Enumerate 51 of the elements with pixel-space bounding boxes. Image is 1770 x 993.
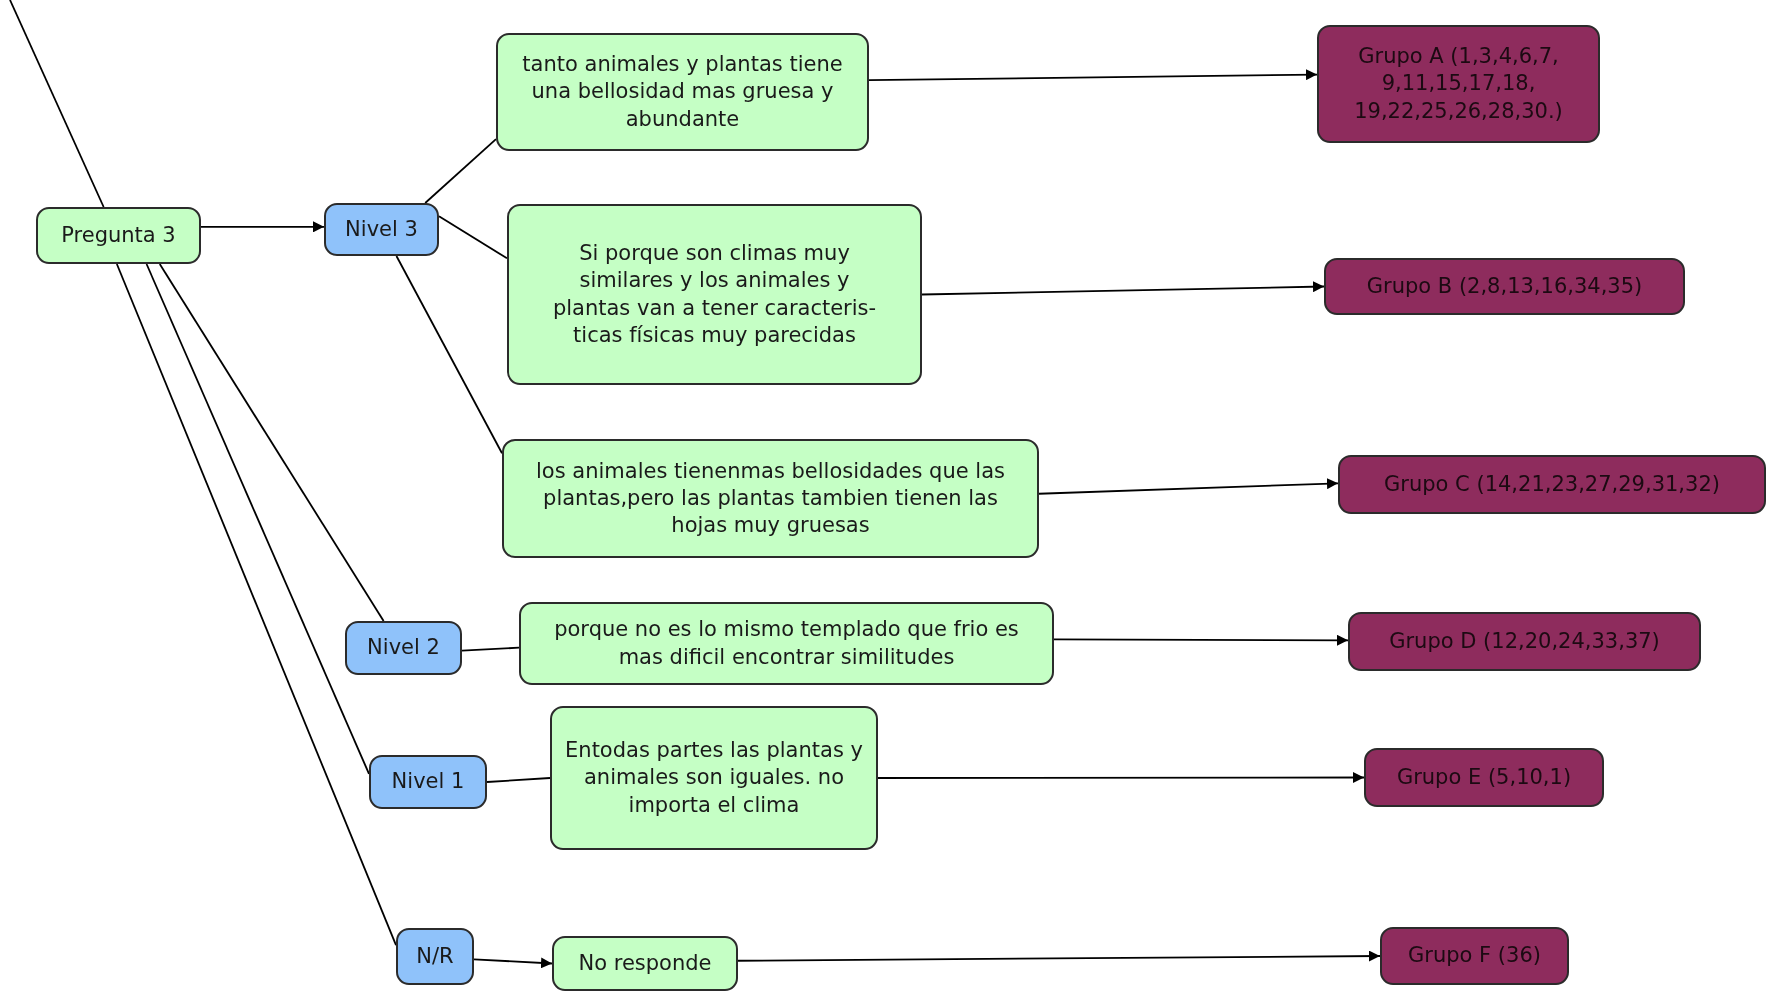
arrow [737, 950, 1381, 962]
level-box [324, 203, 439, 256]
group-box [1324, 258, 1685, 315]
answer-box [550, 706, 878, 850]
answer-text: Si porque son climas muy similares y los animales y plantas van a tener caracteris- ticas físicas muy parecidas [551, 239, 878, 349]
group-text: Grupo E (5,10,1) [1396, 763, 1572, 791]
level-text: N/R [416, 942, 454, 970]
group-box [1317, 25, 1600, 143]
group-text: Grupo F (36) [1408, 942, 1541, 970]
group-text: Grupo C (14,21,23,27,29,31,32) [1384, 470, 1720, 498]
group-text: Grupo A (1,3,4,6,7, 9,11,15,17,18, 19,22,25,26,28,30.) [1353, 43, 1564, 125]
answer-box [502, 439, 1039, 558]
level-text: Nivel 1 [391, 768, 465, 796]
answer-box [496, 33, 869, 151]
arrow [1053, 634, 1349, 646]
answer-box [507, 204, 922, 385]
connector-line [145, 263, 370, 775]
connector-line [158, 263, 385, 622]
answer-box [519, 602, 1054, 685]
answer-text: Entodas partes las plantas y animales son iguales. no importa el clima [564, 737, 864, 819]
level-box [369, 755, 487, 809]
arrow [473, 957, 553, 969]
group-text: Grupo B (2,8,13,16,34,35) [1366, 272, 1643, 300]
group-box [1364, 748, 1604, 807]
connector-line [115, 263, 397, 946]
connector-line [438, 215, 508, 260]
connector-line [395, 255, 503, 455]
level-box [345, 621, 462, 675]
answer-text: porque no es lo mismo templado que frio es mas dificil encontrar similitudes [553, 616, 1020, 671]
group-box [1338, 455, 1766, 514]
connector-line [486, 777, 551, 783]
arrow [868, 69, 1318, 82]
question-text: Pregunta 3 [61, 221, 176, 249]
answer-box [552, 936, 738, 991]
group-text: Grupo D (12,20,24,33,37) [1389, 627, 1660, 655]
arrow [200, 221, 325, 233]
connector-line [461, 646, 520, 652]
arrow [1038, 478, 1339, 495]
arrow [877, 772, 1365, 783]
level-box [396, 928, 474, 985]
level-text: Nivel 2 [367, 634, 440, 662]
level-text: Nivel 3 [345, 215, 418, 243]
arrow [921, 281, 1325, 296]
answer-text: los animales tienenmas bellosidades que las plantas,pero las plantas tambien tienen las hojas muy gruesas [535, 457, 1006, 540]
connector-line [9, 0, 105, 208]
group-box [1348, 612, 1701, 671]
answer-text: No responde [578, 949, 712, 977]
group-box [1380, 927, 1569, 985]
answer-text: tanto animales y plantas tiene una bellosidad mas gruesa y abundante [521, 51, 844, 133]
connector-line [424, 138, 497, 204]
question-box [36, 207, 201, 264]
